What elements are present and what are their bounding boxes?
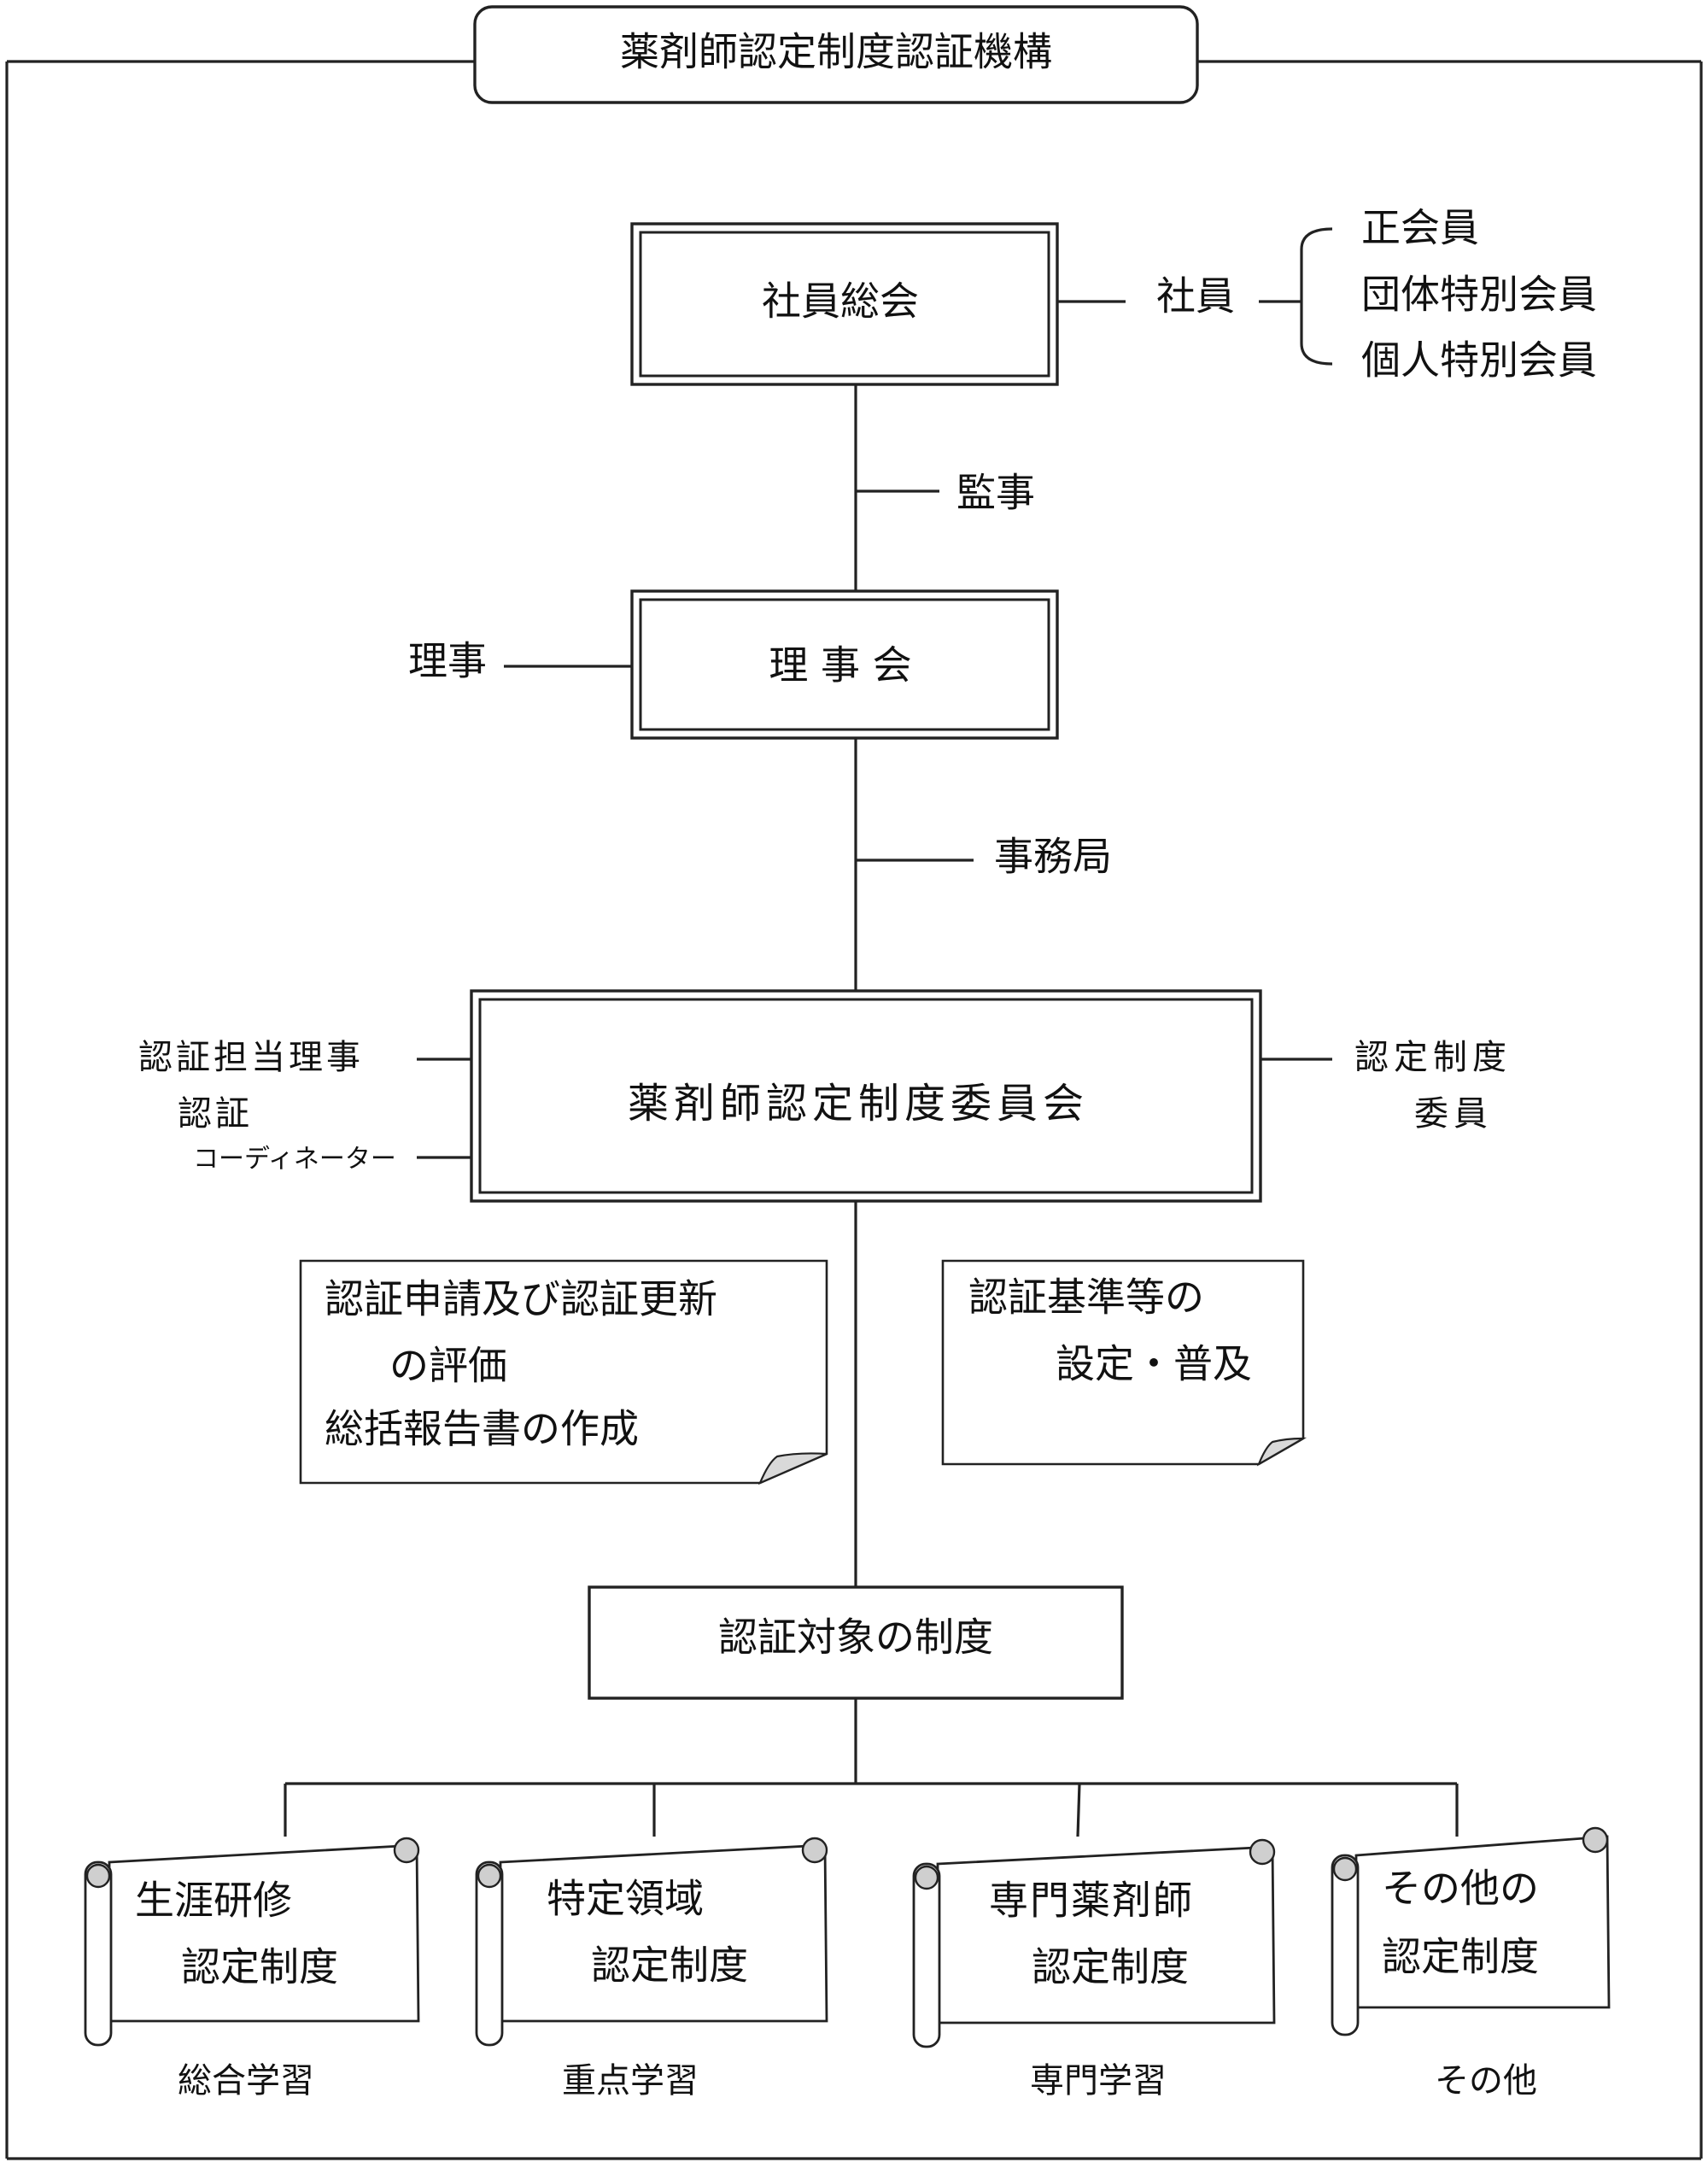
coordinator-label-2: コーディネーター xyxy=(193,1145,396,1175)
standards-note-line-1: 認証基準等の xyxy=(968,1274,1204,1321)
program-lifelong: 生涯研修 認定制度 xyxy=(84,1837,420,2047)
director-label: 認証担当理事 xyxy=(138,1038,364,1077)
general-meeting-label: 社員総会 xyxy=(762,278,919,325)
auditor-label: 監事 xyxy=(956,470,1035,516)
evaluation-note-line-3: 総括報告書の作成 xyxy=(325,1406,639,1452)
title-tab: 薬剤師認定制度認証機構 xyxy=(473,5,1199,104)
committee-member-label-1: 認定制度 xyxy=(1354,1038,1512,1077)
program-specialist-caption: 専門学習 xyxy=(1030,2061,1167,2101)
program-specific-line-2: 認定制度 xyxy=(591,1942,748,1989)
secretariat-label: 事務局 xyxy=(994,834,1112,880)
member-types-list: 正会員 団体特別会員 個人特別会員 xyxy=(1361,205,1597,384)
program-specific: 特定領域 認定制度 xyxy=(475,1837,828,2047)
target-box: 認証対象の制度 xyxy=(588,1585,1124,1700)
standards-note: 認証基準等の 設定・普及 xyxy=(941,1259,1307,1467)
committee-left-labels: 認証担当理事 認証 コーディネーター xyxy=(138,1038,396,1175)
program-other-caption: その他 xyxy=(1435,2061,1537,2101)
program-specialist-line-2: 認定制度 xyxy=(1032,1944,1189,1990)
member-type-regular: 正会員 xyxy=(1361,205,1479,251)
board-member-label: 理事 xyxy=(408,638,487,684)
program-specific-caption: 重点学習 xyxy=(562,2061,699,2101)
coordinator-label-1: 認証 xyxy=(178,1094,253,1134)
members-label: 社員 xyxy=(1156,273,1235,319)
program-specialist: 専門薬剤師 認定制度 xyxy=(912,1838,1276,2048)
program-lifelong-caption: 総合学習 xyxy=(178,2061,314,2101)
evaluation-note-line-2: の評価 xyxy=(389,1343,507,1389)
member-type-group: 団体特別会員 xyxy=(1361,272,1597,318)
evaluation-note: 認証申請及び認証更新 の評価 総括報告書の作成 xyxy=(299,1259,828,1485)
program-other-line-2: 認定制度 xyxy=(1382,1934,1539,1980)
standards-note-line-2: 設定・普及 xyxy=(1056,1341,1252,1387)
evaluation-note-line-1: 認証申請及び認証更新 xyxy=(325,1276,717,1322)
committee-right-labels: 認定制度 委員 xyxy=(1354,1038,1512,1134)
program-lifelong-line-2: 認定制度 xyxy=(181,1944,338,1990)
board-label: 理 事 会 xyxy=(769,642,911,688)
board-box: 理 事 会 xyxy=(630,589,1059,740)
connectors xyxy=(284,227,1459,1837)
program-lifelong-line-1: 生涯研修 xyxy=(135,1878,292,1924)
target-label: 認証対象の制度 xyxy=(718,1614,993,1661)
program-other: その他の 認定制度 xyxy=(1331,1826,1611,2036)
program-specific-line-1: 特定領域 xyxy=(547,1876,704,1922)
outer-frame xyxy=(5,60,1703,2160)
committee-box: 薬剤師認定制度委員会 xyxy=(470,989,1262,1203)
program-other-line-1: その他の xyxy=(1382,1866,1539,1912)
committee-label: 薬剤師認定制度委員会 xyxy=(628,1080,1089,1128)
program-specialist-line-1: 専門薬剤師 xyxy=(989,1878,1194,1924)
page-title: 薬剤師認定制度認証機構 xyxy=(620,29,1052,75)
committee-member-label-2: 委員 xyxy=(1414,1094,1493,1134)
member-type-individual: 個人特別会員 xyxy=(1361,337,1597,384)
general-meeting-box: 社員総会 xyxy=(630,222,1059,386)
